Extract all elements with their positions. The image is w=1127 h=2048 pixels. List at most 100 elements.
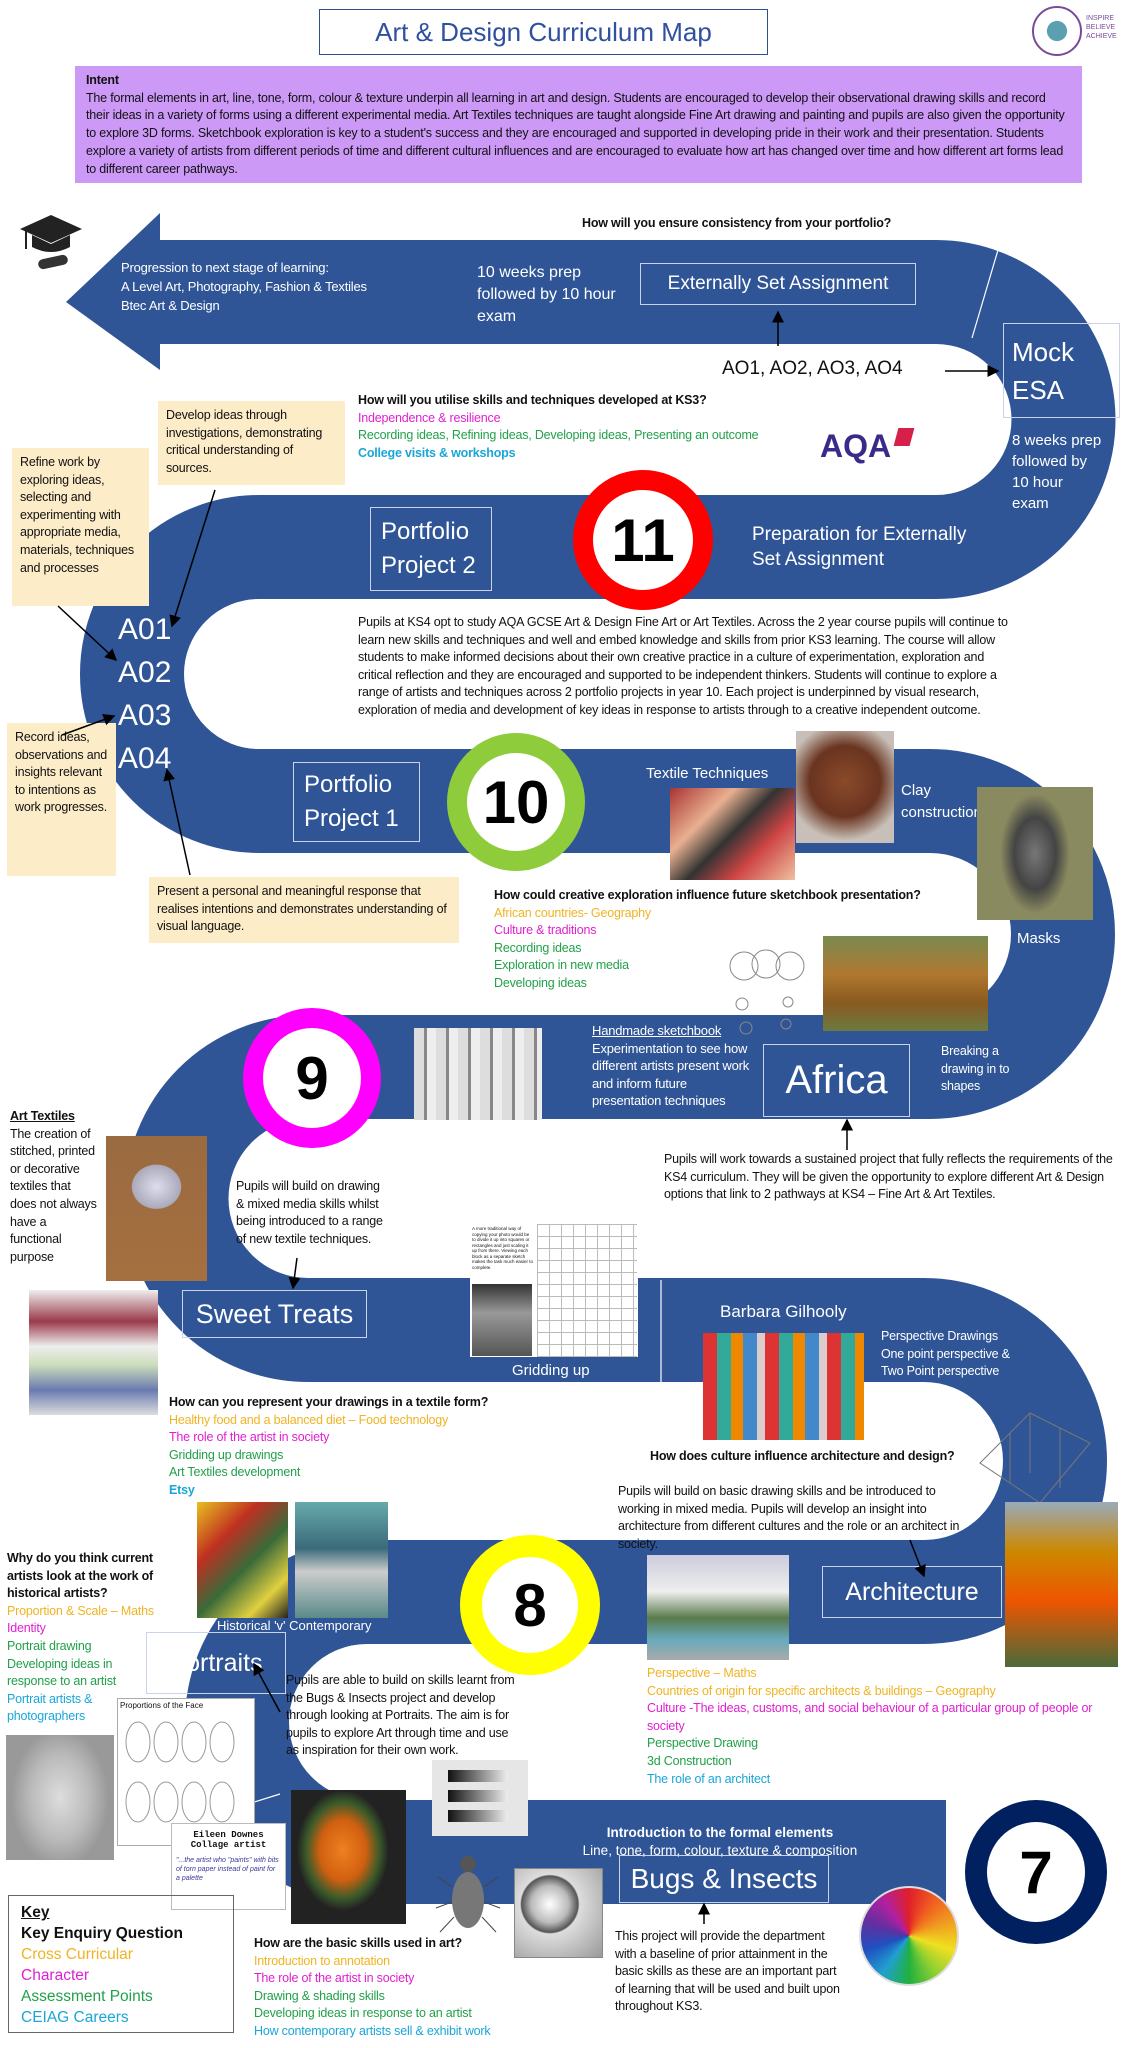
- grid-drawing: [537, 1224, 637, 1357]
- ks3-item: Independence & resilience: [358, 410, 501, 425]
- ao-list: AO1, AO2, AO3, AO4: [722, 358, 903, 379]
- ao2-description: Refine work by exploring ideas, selectin…: [12, 448, 149, 606]
- arch-item: The role of an architect: [647, 1771, 771, 1786]
- art-textiles-definition: Art Textiles The creation of stitched, p…: [10, 1108, 100, 1266]
- portraits-box: Portraits: [146, 1632, 286, 1694]
- arch-item: Countries of origin for specific archite…: [647, 1683, 996, 1698]
- year7-item: Drawing & shading skills: [254, 1988, 385, 2003]
- ks3-question-block: How will you utilise skills and techniqu…: [358, 392, 759, 462]
- architecture-label: Architecture: [845, 1577, 979, 1606]
- year7-item: The role of the artist in society: [254, 1971, 415, 1986]
- mock-prep-text: 8 weeks prep followed by 10 hour exam: [1012, 430, 1101, 514]
- textile-techniques-label: Textile Techniques: [646, 765, 769, 782]
- architecture-description: Pupils will build on basic drawing skill…: [618, 1484, 960, 1551]
- esa-prep-text: 10 weeks prep followed by 10 hour exam: [477, 262, 616, 328]
- architecture-box: Architecture: [822, 1566, 1002, 1618]
- key-legend: Key Key Enquiry Question Cross Curricula…: [8, 1895, 234, 2033]
- ks3-question: How will you utilise skills and techniqu…: [358, 393, 707, 407]
- year-number: 7: [1019, 1838, 1053, 1906]
- historical-contemporary-label: Historical 'v' Contemporary: [217, 1618, 372, 1633]
- year-number: 11: [611, 506, 675, 574]
- project-label: Project 2: [381, 552, 476, 579]
- mock-prep-line: exam: [1012, 495, 1049, 512]
- mock-esa-box: Mock ESA: [1003, 323, 1120, 418]
- artist-role: Collage artist: [190, 1840, 267, 1850]
- key-item: Key Enquiry Question: [21, 1925, 183, 1942]
- key-item: CEIAG Careers: [21, 2009, 129, 2026]
- arrow-ao1: [169, 489, 216, 628]
- arrow-ao4: [163, 768, 191, 876]
- sketchbook-text: Handmade sketchbook Experimentation to s…: [592, 1022, 752, 1110]
- project-label: Portfolio: [304, 771, 393, 798]
- intent-heading: Intent: [86, 73, 119, 87]
- perspective-building-sketch: [970, 1403, 1096, 1513]
- handmade-sketchbook-image: [414, 1028, 542, 1120]
- esa-prep-line: exam: [477, 308, 517, 325]
- esa-label: Externally Set Assignment: [667, 273, 889, 294]
- ao-label: A03: [118, 699, 172, 732]
- pagoda-image: [1005, 1502, 1118, 1667]
- barbara-gilhooly-label: Barbara Gilhooly: [720, 1302, 847, 1321]
- progression-line: A Level Art, Photography, Fashion & Text…: [121, 279, 367, 294]
- year-11-badge: 11: [573, 470, 713, 610]
- page-title: Art & Design Curriculum Map: [375, 16, 712, 47]
- sketchbook-heading: Handmade sketchbook: [592, 1023, 722, 1038]
- logo-motto: ACHIEVE: [1086, 33, 1117, 40]
- portrait-item: Developing ideas in response to an artis…: [7, 1656, 117, 1689]
- progression-line: Btec Art & Design: [121, 298, 220, 313]
- picasso-weeping-woman-image: [197, 1502, 288, 1618]
- page-title-box: Art & Design Curriculum Map: [319, 9, 768, 55]
- prep-label-line: Preparation for Externally: [752, 524, 967, 545]
- logo-motto: BELIEVE: [1086, 24, 1116, 31]
- year10-item: Culture & traditions: [494, 923, 597, 938]
- ao-label: A04: [118, 742, 172, 775]
- year9-item: Gridding up drawings: [169, 1447, 284, 1462]
- year10-item: African countries- Geography: [494, 905, 651, 920]
- portrait-item: Identity: [7, 1621, 46, 1636]
- old-man-photo: [472, 1284, 532, 1356]
- bugs-insects-box: Bugs & Insects: [619, 1855, 829, 1903]
- face-proportions-sheet: Proportions of the Face: [117, 1698, 255, 1846]
- perspective-label: Perspective Drawings One point perspecti…: [881, 1328, 1010, 1381]
- year-number: 10: [482, 768, 550, 836]
- sweet-treats-description: Pupils will build on drawing & mixed med…: [236, 1179, 383, 1246]
- portrait-pencil-drawing: [6, 1735, 114, 1860]
- gridding-up-image: A more traditional way of copying your p…: [470, 1224, 638, 1357]
- contemporary-eye-painting-image: [295, 1502, 388, 1618]
- beetle-drawing: [432, 1842, 504, 1938]
- portfolio-project-2-box: Portfolio Project 2: [370, 507, 492, 591]
- year8-portrait-block: Why do you think current artists look at…: [7, 1550, 177, 1726]
- year11-question: How will you ensure consistency from you…: [582, 216, 892, 230]
- mock-prep-line: 10 hour: [1012, 474, 1063, 491]
- arrow-ao2: [57, 605, 118, 662]
- bugs-insects-description: This project will provide the department…: [615, 1929, 840, 2014]
- year10-question-block: How could creative exploration influence…: [494, 887, 921, 993]
- logo-motto: INSPIRE: [1086, 15, 1115, 22]
- clay-label-line: Clay: [901, 782, 932, 799]
- year7-item: How contemporary artists sell & exhibit …: [254, 2023, 491, 2038]
- gridding-note: A more traditional way of copying your p…: [472, 1226, 534, 1270]
- graduation-cap-icon: [20, 213, 82, 273]
- clay-face-image: [796, 731, 894, 843]
- sweet-treats-box: Sweet Treats: [182, 1290, 367, 1338]
- ks3-item: Recording ideas, Refining ideas, Develop…: [358, 428, 759, 443]
- lion-image: [823, 936, 988, 1031]
- portrait-question: Why do you think current artists look at…: [7, 1551, 154, 1601]
- arch-item: Culture -The ideas, customs, and social …: [647, 1701, 1093, 1733]
- year9-item: Etsy: [169, 1482, 195, 1497]
- africa-label: Africa: [785, 1058, 888, 1102]
- cupcake-drawing-image: [106, 1136, 207, 1281]
- school-logo: INSPIRE BELIEVE ACHIEVE: [1032, 4, 1120, 60]
- arch-item: 3d Construction: [647, 1753, 732, 1768]
- colour-wheel-image: [851, 1878, 961, 1993]
- ks4-overview: Pupils at KS4 opt to study AQA GCSE Art …: [358, 615, 1008, 717]
- bugs-insects-label: Bugs & Insects: [630, 1863, 818, 1894]
- year-9-badge: 9: [243, 1008, 381, 1148]
- ao-label: A02: [118, 656, 172, 689]
- tonal-scale-image: [432, 1760, 528, 1836]
- year-7-badge: 7: [965, 1800, 1107, 1944]
- key-item: Character: [21, 1967, 90, 1984]
- progression-text: Progression to next stage of learning: A…: [121, 258, 367, 315]
- perspective-line: One point perspective &: [881, 1346, 1010, 1361]
- road-divider: [971, 249, 999, 339]
